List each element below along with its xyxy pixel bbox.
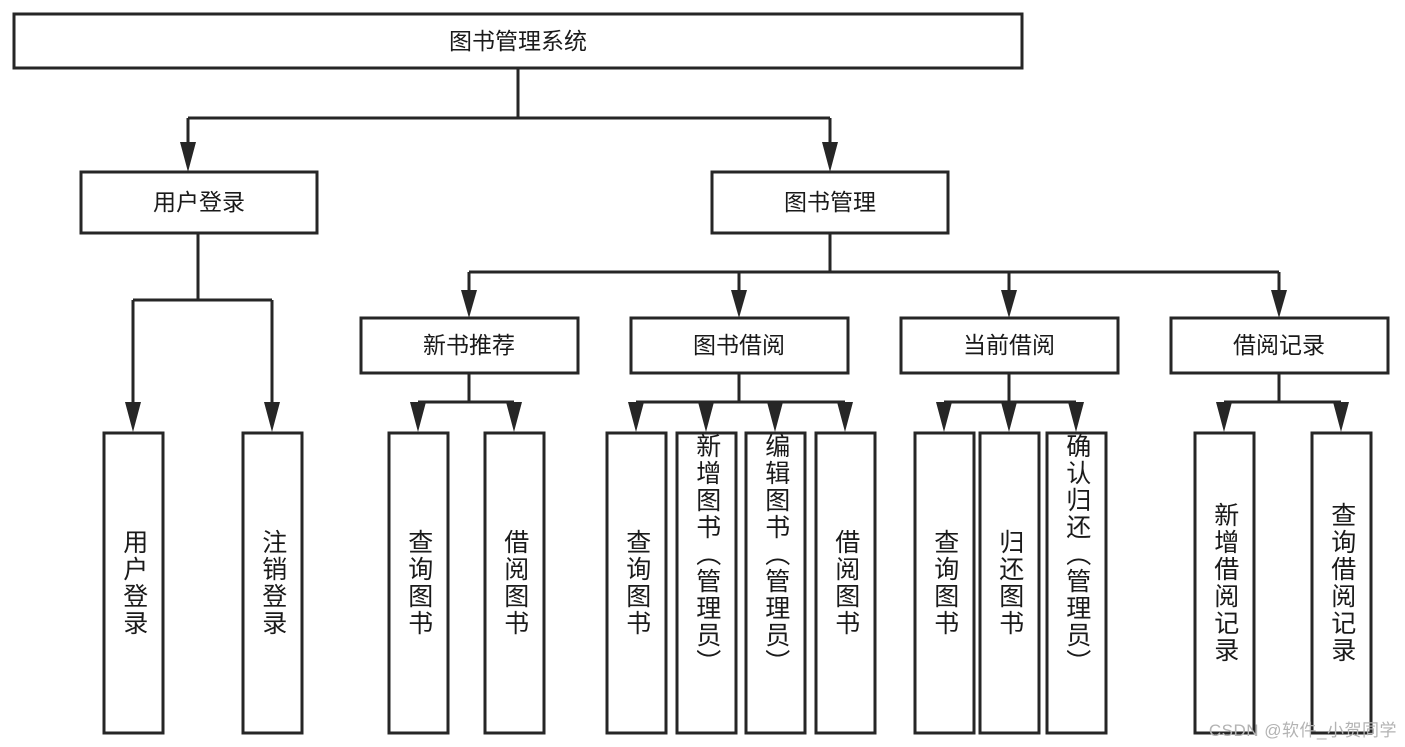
arrowhead-group [125,142,1349,432]
node-root-label: 图书管理系统 [449,28,587,54]
node-book-borrow-label: 图书借阅 [693,332,785,358]
node-book-management-label: 图书管理 [784,189,876,215]
leaf-box[interactable] [102,431,165,735]
watermark-text: CSDN @软件_小贺同学 [1208,721,1397,740]
leaf-box[interactable] [1310,431,1373,735]
node-current-borrow[interactable]: 当前借阅 [899,316,1120,375]
node-borrow-records-label: 借阅记录 [1233,332,1325,358]
leaf-box[interactable] [241,431,304,735]
node-book-borrow[interactable]: 图书借阅 [629,316,850,375]
leaf-box[interactable] [814,431,877,735]
node-book-management[interactable]: 图书管理 [710,170,950,235]
node-root[interactable]: 图书管理系统 [12,12,1024,70]
leaf-box[interactable] [744,431,807,735]
leaf-box[interactable] [978,431,1041,735]
node-new-book-recommend-label: 新书推荐 [423,332,515,358]
leaf-box[interactable] [387,431,450,735]
node-current-borrow-label: 当前借阅 [963,332,1055,358]
leaf-box-group [102,431,1373,735]
node-user-login-label: 用户登录 [153,189,245,215]
leaf-box[interactable] [1193,431,1256,735]
node-new-book-recommend[interactable]: 新书推荐 [359,316,580,375]
leaf-box[interactable] [605,431,668,735]
leaf-box[interactable] [483,431,546,735]
leaf-box[interactable] [1045,431,1108,735]
leaf-box[interactable] [675,431,738,735]
node-user-login[interactable]: 用户登录 [79,170,319,235]
leaf-box[interactable] [913,431,976,735]
node-borrow-records[interactable]: 借阅记录 [1169,316,1390,375]
